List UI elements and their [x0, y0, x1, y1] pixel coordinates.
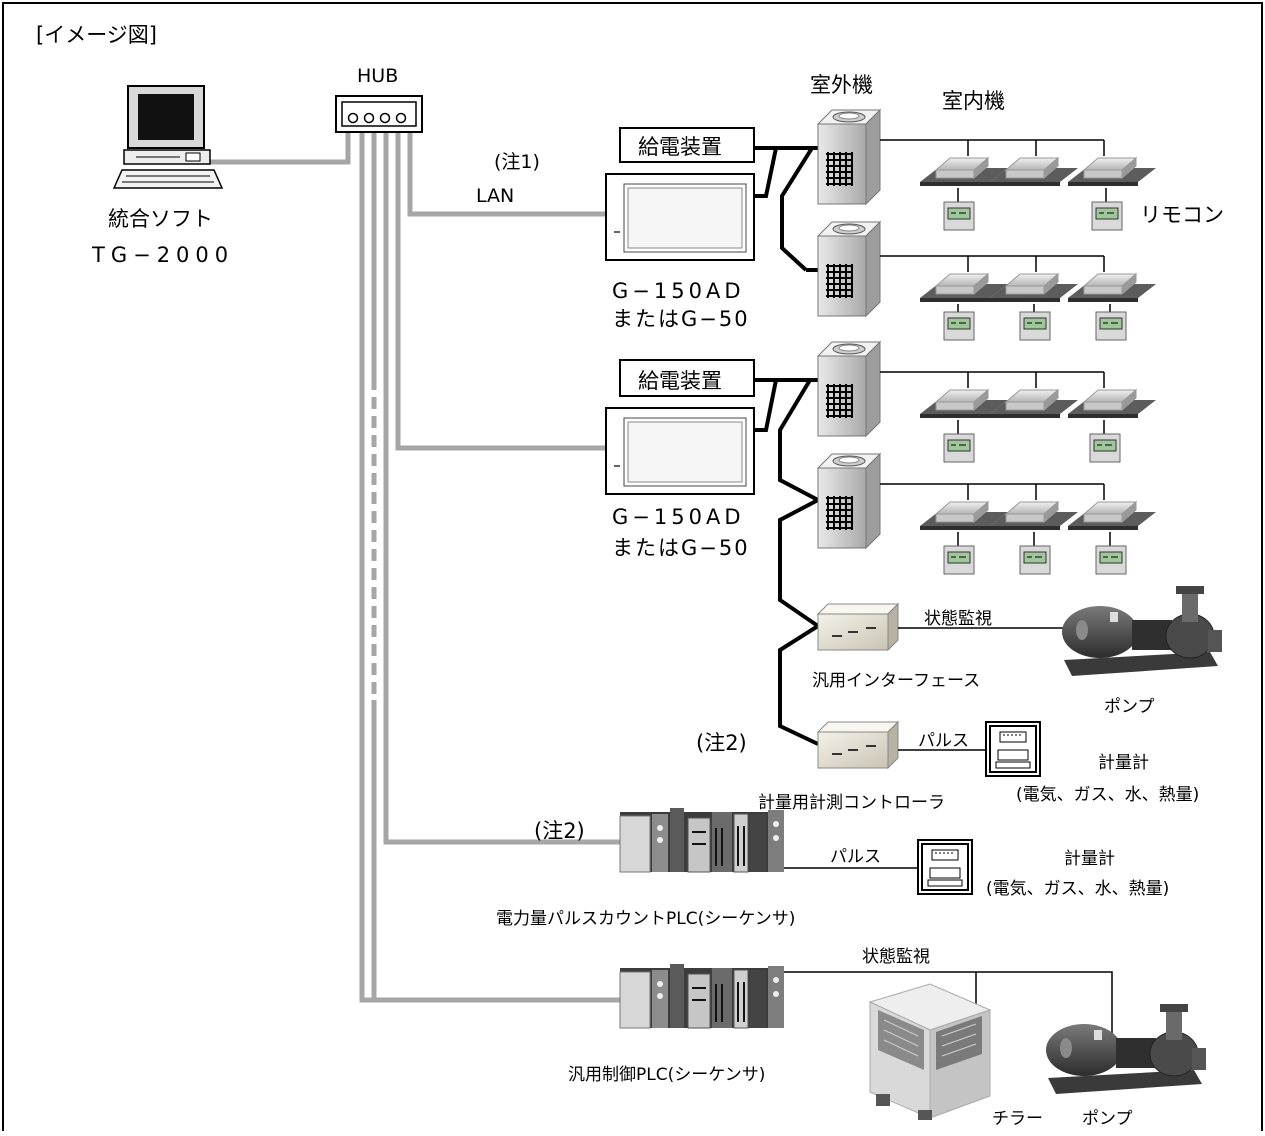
meter-1 — [985, 721, 1041, 777]
controller-2-line2: またはG−50 — [612, 536, 750, 560]
pump-2-label: ポンプ — [1082, 1109, 1133, 1129]
indoor-units-row-1 — [919, 155, 1157, 187]
meter-2-line2: (電気、ガス、水、熱量) — [986, 879, 1169, 899]
power-supply-2-label: 給電装置 — [638, 369, 722, 393]
chiller-label: チラー — [992, 1109, 1043, 1129]
power-supply-2 — [619, 359, 755, 397]
pump-1 — [1061, 585, 1223, 677]
power-supply-1 — [619, 127, 755, 163]
meter-1-line2: (電気、ガス、水、熱量) — [1016, 785, 1199, 805]
general-interface-box — [817, 603, 899, 651]
lan-label: LAN — [476, 185, 514, 207]
power-supply-1-label: 給電装置 — [638, 135, 722, 159]
transmission-wiring — [754, 146, 822, 746]
pc-label-line2: TG−2000 — [91, 243, 234, 267]
pulse-label-1: パルス — [918, 731, 969, 751]
figure-label: [イメージ図] — [36, 23, 157, 47]
controller-1-line2: またはG−50 — [612, 307, 750, 331]
controller-1-line1: G−150AD — [612, 279, 745, 303]
controller-2 — [605, 407, 755, 495]
meter-1-line1: 計量計 — [1098, 753, 1149, 773]
meter-2-line1: 計量計 — [1064, 849, 1115, 869]
general-interface-label: 汎用インターフェース — [812, 671, 980, 691]
outdoor-unit-2 — [817, 221, 881, 317]
pulse-count-plc — [619, 807, 785, 873]
indoor-units-row-3 — [919, 387, 1157, 419]
controller-2-line1: G−150AD — [612, 505, 745, 529]
lan-cabling — [200, 132, 626, 1003]
chiller-icon — [868, 983, 992, 1120]
status-monitor-label-2: 状態監視 — [862, 947, 930, 967]
pulse-plc-label: 電力量パルスカウントPLC(シーケンサ) — [496, 909, 795, 929]
outdoor-unit-label: 室外機 — [810, 73, 873, 97]
status-monitor-label-1: 状態監視 — [924, 609, 992, 629]
indoor-wiring — [880, 139, 1111, 546]
note2-label-2: (注2) — [534, 819, 585, 843]
pulse-label-2: パルス — [830, 847, 881, 867]
meter-controller-box — [817, 721, 899, 769]
pump-1-label: ポンプ — [1104, 697, 1155, 717]
hub-label: HUB — [357, 65, 398, 87]
hub — [335, 95, 423, 133]
control-plc — [619, 963, 785, 1029]
pc-label-line1: 統合ソフト — [108, 207, 213, 231]
indoor-units-row-4 — [919, 499, 1157, 531]
pc-icon — [112, 85, 224, 189]
control-plc-label: 汎用制御PLC(シーケンサ) — [568, 1065, 765, 1085]
indoor-units-row-2 — [919, 271, 1157, 303]
outdoor-unit-3 — [817, 341, 881, 437]
meter-controller-label: 計量用計測コントローラ — [758, 793, 945, 813]
outdoor-unit-1 — [817, 109, 881, 205]
pump-2 — [1045, 1003, 1207, 1095]
controller-1 — [605, 173, 755, 261]
remote-label: リモコン — [1140, 203, 1224, 227]
outdoor-unit-4 — [817, 453, 881, 549]
note2-label-1: (注2) — [696, 731, 747, 755]
meter-2 — [917, 839, 973, 895]
indoor-unit-label: 室内機 — [942, 89, 1005, 113]
note1-label: (注1) — [494, 151, 540, 173]
